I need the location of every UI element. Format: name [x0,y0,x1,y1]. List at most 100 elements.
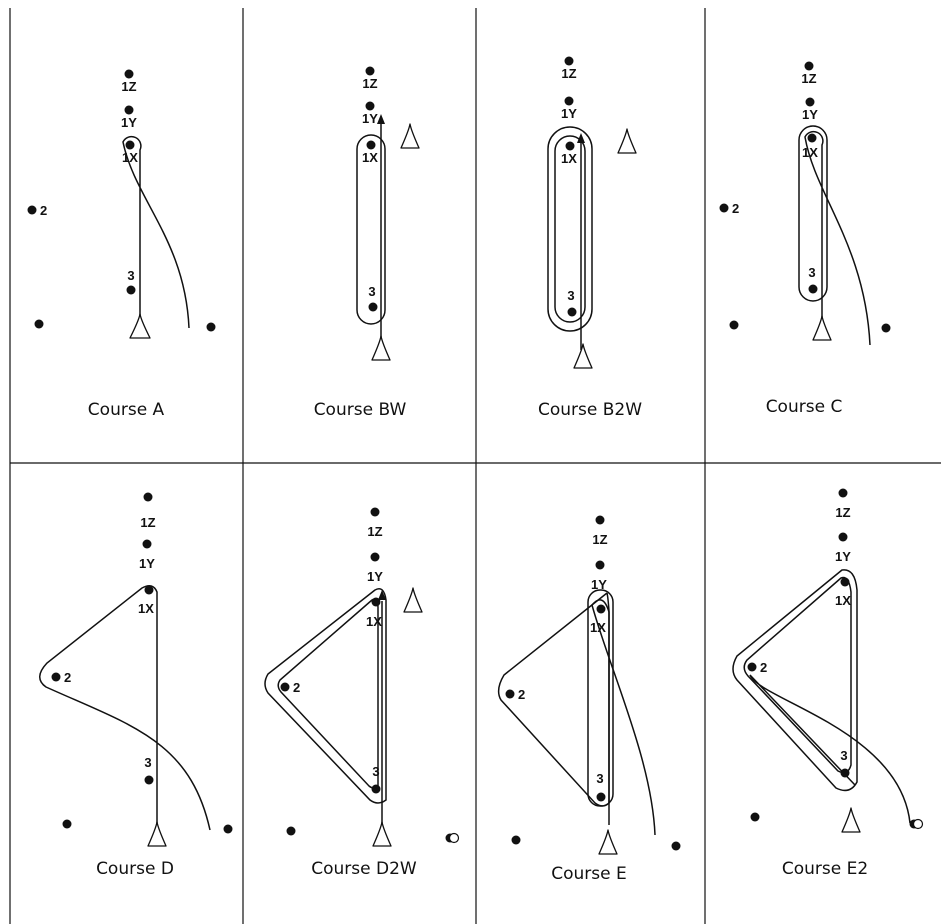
label-2: 2 [40,203,47,218]
label-1x: 1X [590,620,606,635]
course-a: 1Z 1Y 1X 2 3 Course A [27,69,216,420]
course-c-route [798,125,871,346]
mark-2 [280,682,290,692]
label-1z: 1Z [561,66,576,81]
mark-1y [838,532,848,542]
label-1x: 1X [366,614,382,629]
label-1x: 1X [561,151,577,166]
label-1z: 1Z [801,71,816,86]
label-1z: 1Z [367,524,382,539]
label-3: 3 [567,288,574,303]
course-b2w-route [547,126,593,350]
mark-1x [366,140,376,150]
mark-1x [840,577,850,587]
mark-3 [371,784,381,794]
mark-1z [365,66,375,76]
boat-icon [812,315,832,341]
mark-1z [370,507,380,517]
course-e2-caption: Course E2 [782,859,868,879]
mark-1z [564,56,574,66]
label-3: 3 [808,265,815,280]
label-1z: 1Z [592,532,607,547]
label-1y: 1Y [367,569,383,584]
mark-1x [144,585,154,595]
mark-3 [144,775,154,785]
start-mark-right [881,323,891,333]
windward-boat-icon [400,123,420,149]
course-b2w-caption: Course B2W [538,400,642,420]
start-mark-right [671,841,681,851]
course-e2: 1Z 1Y 1X 2 3 Course E2 [732,488,924,879]
mark-1x [565,141,575,151]
label-1y: 1Y [121,115,137,130]
boat-icon [573,343,593,369]
start-mark-left [34,319,44,329]
label-3: 3 [840,748,847,763]
label-1x: 1X [802,145,818,160]
windward-boat-icon [403,587,423,613]
course-d2w: 1Z 1Y 1X 2 3 Course D2W [264,507,460,879]
label-1z: 1Z [362,76,377,91]
course-d: 1Z 1Y 1X 2 3 Course D [39,492,233,879]
label-1y: 1Y [362,111,378,126]
start-mark-left [511,835,521,845]
mark-1z [804,61,814,71]
course-e-caption: Course E [551,864,627,884]
mark-3 [596,792,606,802]
mark-1x [371,597,381,607]
mark-1z [124,69,134,79]
mark-1y [595,560,605,570]
label-3: 3 [372,764,379,779]
mark-3 [126,285,136,295]
boat-icon [147,821,167,847]
label-1z: 1Z [121,79,136,94]
boat-icon [372,821,392,847]
label-1x: 1X [835,593,851,608]
boat-icon [598,829,618,855]
label-1x: 1X [138,601,154,616]
label-1x: 1X [122,150,138,165]
mark-1y [564,96,574,106]
label-2: 2 [293,680,300,695]
label-2: 2 [64,670,71,685]
boat-icon [841,807,861,833]
label-1z: 1Z [835,505,850,520]
mark-2 [27,205,37,215]
course-d2w-caption: Course D2W [311,859,417,879]
mark-1z [143,492,153,502]
mark-1x [125,140,135,150]
course-d-caption: Course D [96,859,174,879]
label-3: 3 [127,268,134,283]
mark-1y [805,97,815,107]
start-mark-left [286,826,296,836]
course-d-route [39,585,211,831]
grid-lines [9,8,941,924]
start-mark-right [909,818,924,830]
course-a-route [122,135,190,329]
label-1y: 1Y [802,107,818,122]
label-1z: 1Z [140,515,155,530]
mark-1x [807,133,817,143]
mark-1x [596,604,606,614]
mark-3 [567,307,577,317]
label-3: 3 [368,284,375,299]
mark-1y [124,105,134,115]
label-1x: 1X [362,150,378,165]
mark-1y [142,539,152,549]
course-b2w: 1Z 1Y 1X 3 Course B2W [538,56,642,420]
mark-3 [368,302,378,312]
course-e-route [497,589,656,836]
mark-2 [505,689,515,699]
label-2: 2 [760,660,767,675]
mark-2 [51,672,61,682]
mark-2 [719,203,729,213]
label-2: 2 [732,201,739,216]
course-c-caption: Course C [766,397,843,417]
windward-boat-icon [617,128,637,154]
mark-3 [840,768,850,778]
start-mark-left [62,819,72,829]
start-mark-right [223,824,233,834]
label-3: 3 [144,755,151,770]
